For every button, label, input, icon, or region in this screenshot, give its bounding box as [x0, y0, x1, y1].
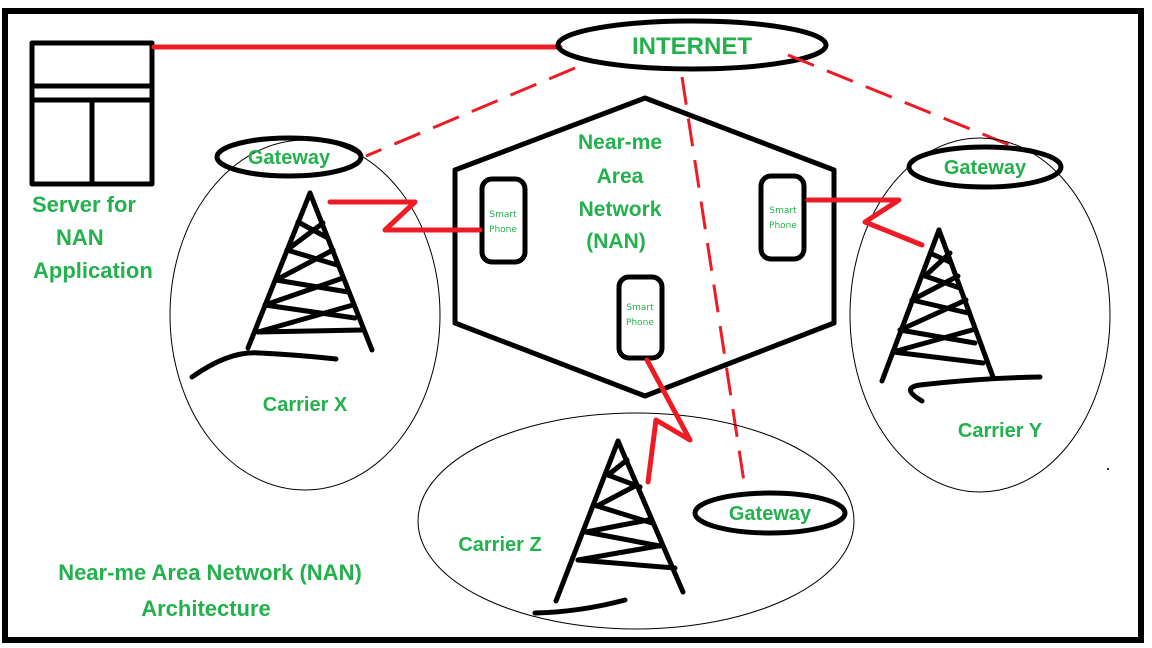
server-label-line2: NAN	[56, 225, 104, 250]
tower-x-icon	[189, 190, 375, 380]
tower-y-phone-link	[805, 197, 925, 248]
internet-gateway-z-link	[680, 76, 748, 496]
tower-x-phone-link	[327, 199, 483, 233]
server-label-line1: Server for	[32, 192, 136, 217]
tower-z-phone-link	[644, 357, 693, 485]
gateway-y-label: Gateway	[944, 157, 1027, 179]
nan-label-line2: Area	[597, 165, 644, 188]
gateway-y	[906, 144, 1064, 190]
carrier-x-label: Carrier X	[263, 394, 348, 416]
smartphone-right: Smart Phone	[758, 173, 807, 262]
internet-gateway-y-link	[787, 53, 1013, 148]
internet-cloud	[555, 18, 829, 72]
smartphone-right-line2: Phone	[769, 221, 797, 231]
carrier-z-coverage	[417, 412, 855, 630]
gateway-z-label: Gateway	[729, 503, 812, 525]
carrier-y-label: Carrier Y	[958, 420, 1043, 442]
server-label-line3: Application	[33, 258, 153, 283]
gateway-x	[214, 135, 364, 179]
nan-hexagon	[452, 95, 837, 399]
internet-gateway-x-link	[365, 66, 576, 158]
smartphone-bottom-line1: Smart	[626, 303, 654, 313]
carrier-x-coverage	[169, 139, 441, 491]
caption-line1: Near-me Area Network (NAN)	[58, 560, 362, 585]
smartphone-left-line2: Phone	[489, 225, 517, 235]
nan-label-line3: Network	[579, 198, 662, 221]
caption-line2: Architecture	[141, 596, 271, 621]
tower-z-icon	[532, 438, 686, 616]
smartphone-right-line1: Smart	[769, 206, 797, 216]
diagram-frame	[2, 8, 1144, 643]
smartphone-bottom-line2: Phone	[626, 318, 654, 328]
smartphone-left: Smart Phone	[479, 176, 528, 265]
server-icon	[29, 40, 155, 187]
carrier-z-label: Carrier Z	[458, 534, 541, 556]
nan-label-line1: Near-me	[578, 131, 662, 154]
tower-y-icon	[879, 227, 1043, 404]
gateway-z	[692, 490, 848, 536]
stray-dot	[1107, 468, 1109, 470]
smartphone-left-line1: Smart	[489, 210, 517, 220]
gateway-x-label: Gateway	[248, 147, 331, 169]
internet-label: INTERNET	[632, 33, 752, 60]
carrier-y-coverage	[849, 137, 1111, 493]
nan-label-line4: (NAN)	[586, 230, 645, 253]
smartphone-bottom: Smart Phone	[616, 274, 665, 361]
